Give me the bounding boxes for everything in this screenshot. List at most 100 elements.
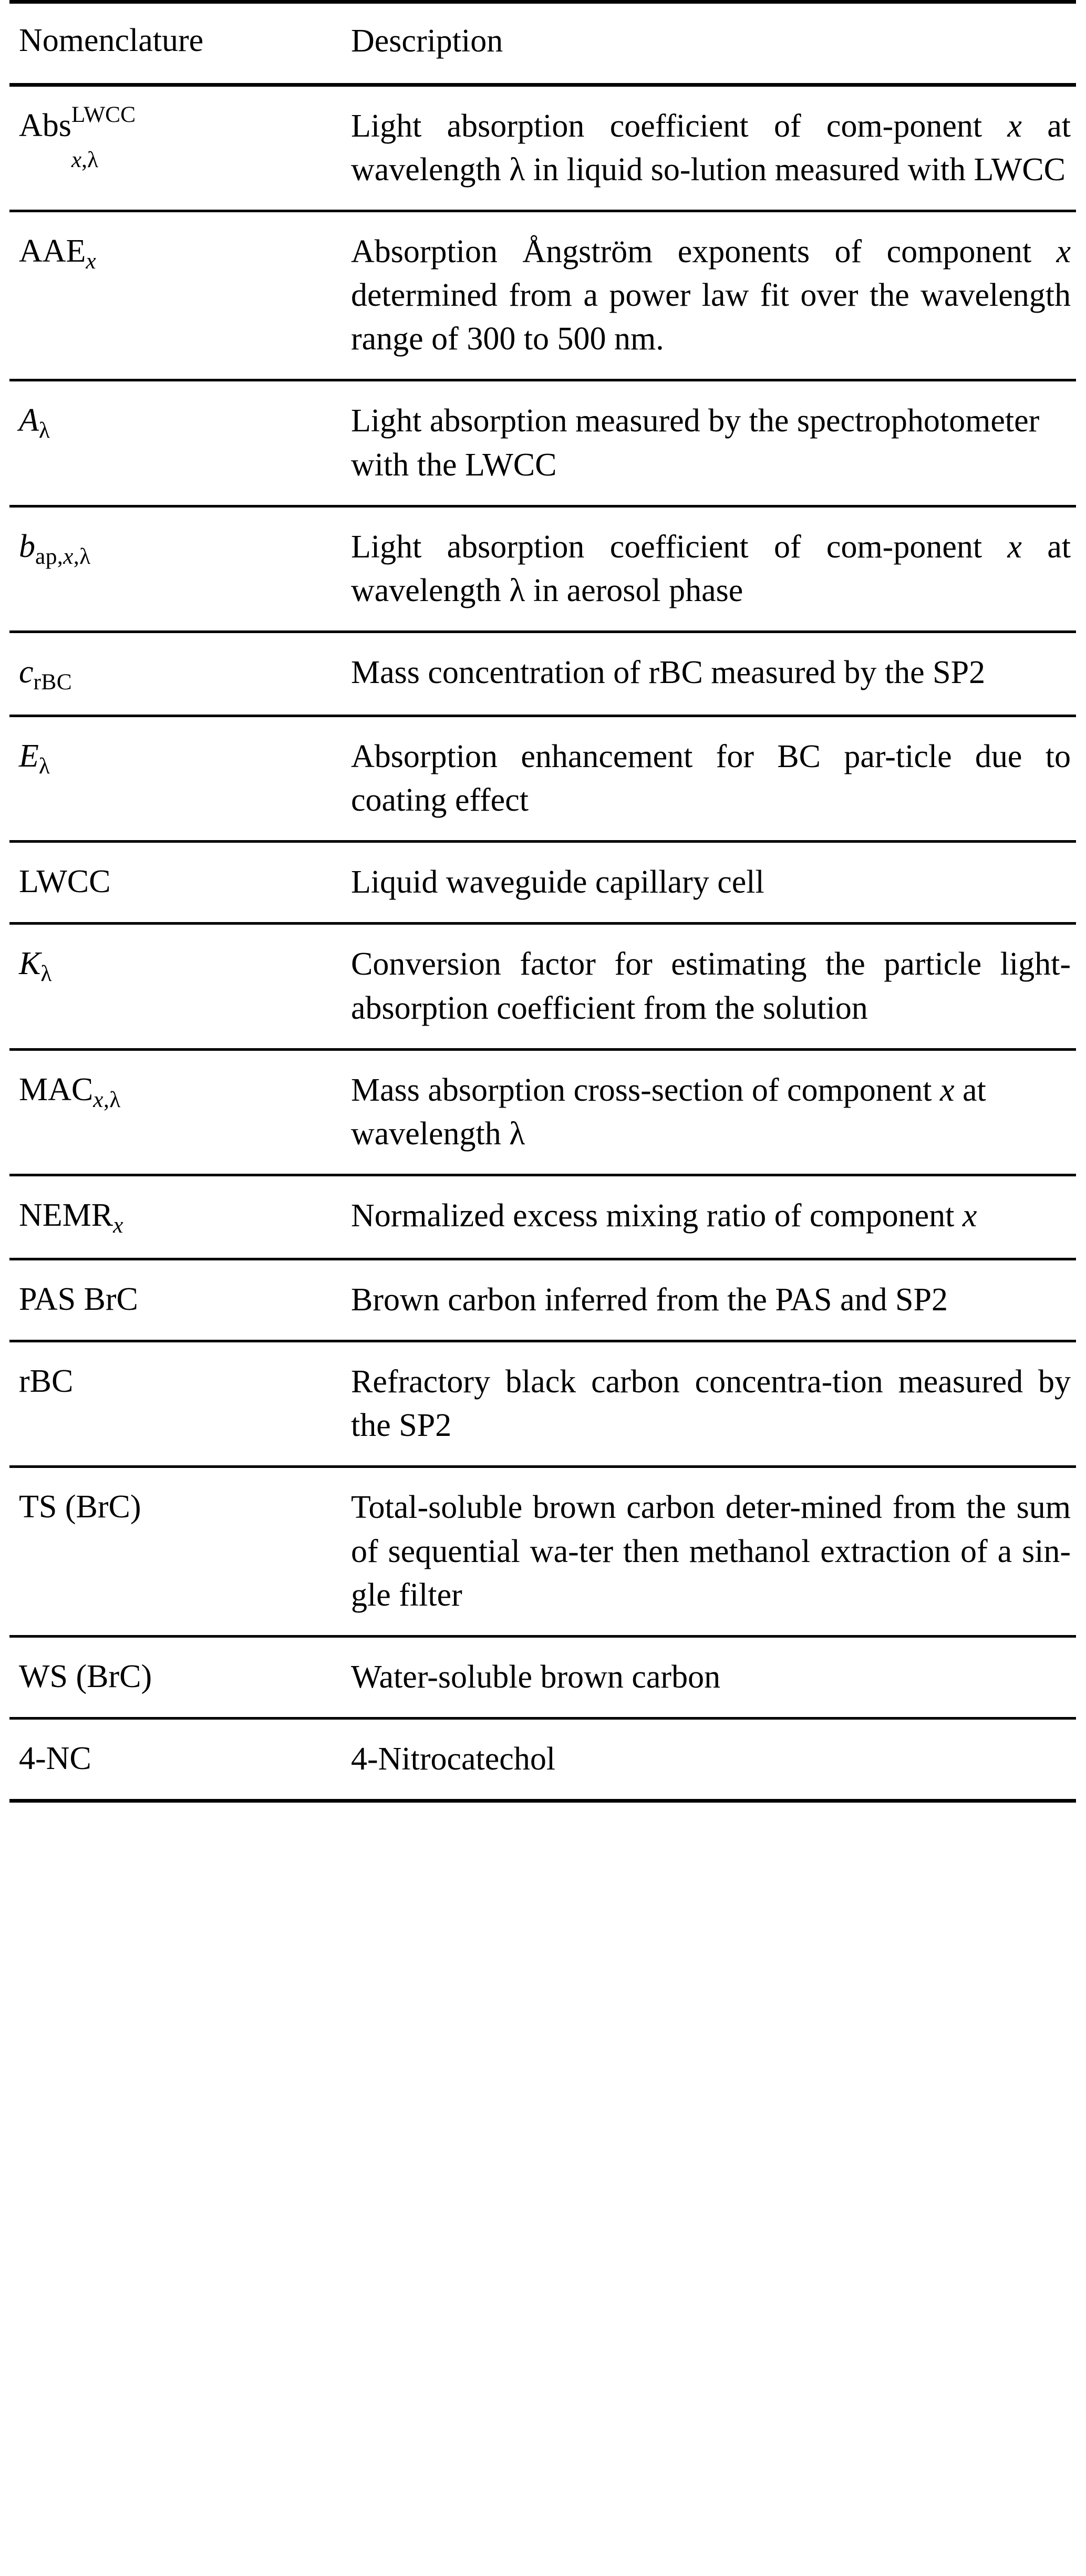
term-subscript: rBC — [33, 669, 73, 695]
term-subscript: x — [113, 1212, 123, 1238]
nomenclature-description: Brown carbon inferred from the PAS and S… — [351, 1258, 1076, 1341]
nomenclature-description: Water-soluble brown carbon — [351, 1634, 1076, 1719]
table-bottom-rule — [9, 1799, 1076, 1804]
description-text: Absorption Ångström exponents of compone… — [351, 234, 1057, 270]
description-text: at wavelength λ in aerosol phase — [351, 529, 1071, 608]
description-variable: x — [1056, 234, 1071, 270]
term-base: TS (BrC) — [19, 1489, 141, 1525]
term-base: LWCC — [19, 864, 111, 900]
description-text: at wavelength λ — [351, 1072, 986, 1152]
nomenclature-term: Eλ — [9, 715, 351, 842]
description-text: Water-soluble brown carbon — [351, 1659, 721, 1695]
nomenclature-term: AAEx — [9, 210, 351, 380]
term-base: WS (BrC) — [19, 1658, 152, 1694]
description-variable: x — [1007, 108, 1022, 144]
term-base: NEMR — [19, 1197, 113, 1233]
term-base: E — [19, 738, 39, 774]
nomenclature-term: Kλ — [9, 922, 351, 1050]
term-base: PAS BrC — [19, 1281, 138, 1318]
description-text: Light absorption coefficient of com-pone… — [351, 529, 1008, 565]
nomenclature-description: 4-Nitrocatechol — [351, 1716, 1076, 1801]
term-base: rBC — [19, 1363, 74, 1400]
term-base: b — [19, 528, 35, 564]
nomenclature-term: WS (BrC) — [9, 1634, 351, 1719]
table-body: NomenclatureDescriptionAbsLWCCx,λLWCCLig… — [9, 0, 1076, 1804]
nomenclature-table: NomenclatureDescriptionAbsLWCCx,λLWCCLig… — [9, 0, 1076, 1804]
nomenclature-term: TS (BrC) — [9, 1465, 351, 1637]
term-base: A — [19, 402, 39, 439]
nomenclature-term: 4-NC — [9, 1716, 351, 1801]
nomenclature-description: Conversion factor for estimating the par… — [351, 922, 1076, 1050]
term-subscript: x — [86, 249, 97, 274]
nomenclature-description: Light absorption measured by the spectro… — [351, 379, 1076, 506]
table-row: rBC Refractory black carbon concentra-tio… — [9, 1340, 1076, 1467]
nomenclature-table-element: NomenclatureDescriptionAbsLWCCx,λLWCCLig… — [9, 0, 1076, 1804]
description-text: Brown carbon inferred from the PAS and S… — [351, 1282, 948, 1318]
table-row: TS (BrC) Total-soluble brown carbon deter… — [9, 1465, 1076, 1637]
bottom-rule-cell — [9, 1799, 351, 1804]
term-base: Abs — [19, 108, 71, 144]
description-text: Refractory black carbon concentra-tion m… — [351, 1364, 1071, 1444]
nomenclature-description: Light absorption coefficient of com-pone… — [351, 504, 1076, 632]
nomenclature-description: Total-soluble brown carbon deter-mined f… — [351, 1465, 1076, 1637]
description-text: Conversion factor for estimating the par… — [351, 946, 1071, 1026]
nomenclature-description: Absorption Ångström exponents of compone… — [351, 210, 1076, 380]
term-subscript: x,λ — [71, 147, 99, 172]
term-superscript: LWCC — [71, 101, 136, 127]
nomenclature-description: Mass absorption cross-section of compone… — [351, 1048, 1076, 1175]
description-text: at wavelength λ in liquid so-lution meas… — [351, 108, 1071, 188]
nomenclature-description: Liquid waveguide capillary cell — [351, 840, 1076, 924]
column-header-description: Description — [351, 0, 1076, 85]
description-text: Total-soluble brown carbon deter-mined f… — [351, 1489, 1071, 1613]
description-variable: x — [939, 1072, 955, 1108]
table-row: 4-NC 4-Nitrocatechol — [9, 1716, 1076, 1801]
nomenclature-description: Normalized excess mixing ratio of compon… — [351, 1173, 1076, 1259]
nomenclature-term: bap,x,λ — [9, 504, 351, 632]
description-variable: x — [1007, 529, 1022, 565]
term-subscript: ap,x,λ — [35, 543, 91, 569]
term-base: c — [19, 654, 34, 690]
term-base: AAE — [19, 233, 86, 270]
nomenclature-description: Mass concentration of rBC measured by th… — [351, 630, 1076, 716]
nomenclature-term: MACx,λ — [9, 1048, 351, 1175]
term-subscript: λ — [38, 418, 50, 443]
table-row: PAS BrC Brown carbon inferred from the PA… — [9, 1258, 1076, 1341]
term-subscript: λ — [38, 753, 50, 779]
description-text: Light absorption measured by the spectro… — [351, 403, 1040, 483]
table-row: WS (BrC) Water-soluble brown carbon — [9, 1634, 1076, 1719]
description-text: Liquid waveguide capillary cell — [351, 864, 764, 901]
nomenclature-term: rBC — [9, 1340, 351, 1467]
nomenclature-description: Absorption enhancement for BC par-ticle … — [351, 715, 1076, 842]
nomenclature-term: LWCC — [9, 840, 351, 924]
description-text: determined from a power law fit over the… — [351, 277, 1071, 357]
bottom-rule-cell — [351, 1799, 1076, 1804]
table-row: LWCC Liquid waveguide capillary cell — [9, 840, 1076, 924]
column-header-nomenclature: Nomenclature — [9, 0, 351, 85]
description-text: Absorption enhancement for BC par-ticle … — [351, 739, 1071, 819]
description-text: Light absorption coefficient of com-pone… — [351, 108, 1008, 144]
description-text: Mass absorption cross-section of compone… — [351, 1072, 940, 1108]
description-text: Mass concentration of rBC measured by th… — [351, 654, 986, 690]
description-variable: x — [962, 1197, 977, 1234]
term-base: MAC — [19, 1071, 94, 1108]
nomenclature-term: PAS BrC — [9, 1258, 351, 1341]
term-base: 4-NC — [19, 1740, 91, 1776]
nomenclature-description: Refractory black carbon concentra-tion m… — [351, 1340, 1076, 1467]
term-base: K — [19, 946, 41, 982]
nomenclature-term: Aλ — [9, 379, 351, 506]
term-subscript: x,λ — [93, 1087, 121, 1112]
nomenclature-term: NEMRx — [9, 1173, 351, 1259]
description-text: 4-Nitrocatechol — [351, 1741, 556, 1777]
nomenclature-description: Light absorption coefficient of com-pone… — [351, 83, 1076, 211]
nomenclature-term: crBC — [9, 630, 351, 716]
